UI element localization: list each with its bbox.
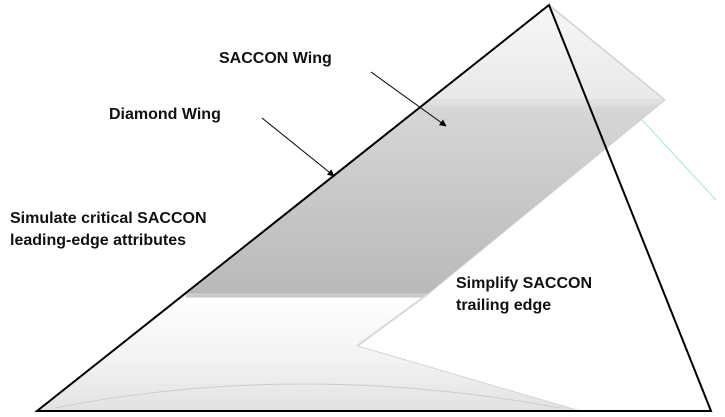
diamond-wing-leader-arrow <box>261 117 335 177</box>
saccon-wing-upper-surface <box>184 4 666 295</box>
trailing-edge-label-line2: trailing edge <box>456 297 551 314</box>
saccon-wing-label: SACCON Wing <box>219 50 332 67</box>
diamond-wing-label: Diamond Wing <box>109 106 221 123</box>
reference-line <box>641 119 717 201</box>
leading-edge-label-line1: Simulate critical SACCON <box>10 210 207 227</box>
saccon-tip-edge <box>548 4 666 101</box>
saccon-lower-curve <box>54 383 561 409</box>
saccon-wing-leader-arrow <box>370 71 447 127</box>
saccon-trailing-edge-break <box>356 293 429 347</box>
trailing-edge-label-line1: Simplify SACCON <box>456 275 592 292</box>
leading-edge-label-line2: leading-edge attributes <box>10 232 186 249</box>
diamond-wing-outline <box>34 3 713 412</box>
